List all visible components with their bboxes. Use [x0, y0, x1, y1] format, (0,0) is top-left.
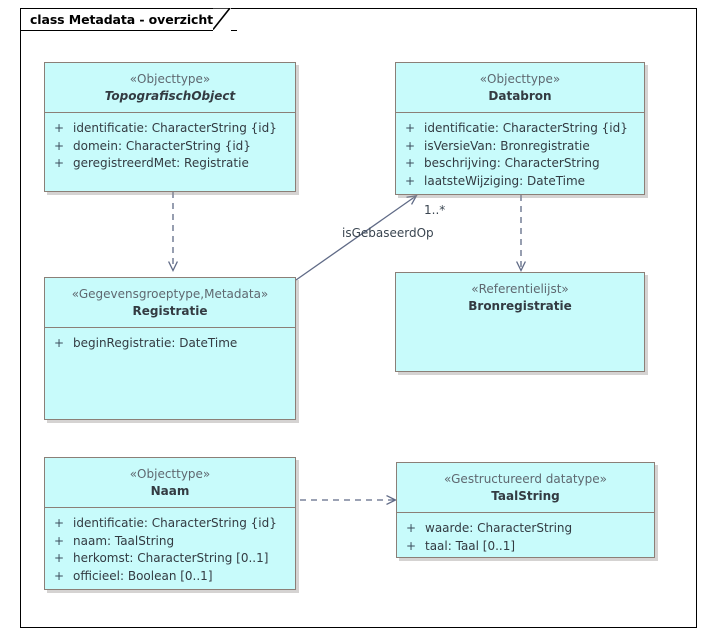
class-attributes-databron: + identificatie: CharacterString {id} + … — [396, 113, 644, 190]
class-box-databron[interactable]: «Objecttype» Databron + identificatie: C… — [395, 62, 645, 195]
class-attributes-taalstring: + waarde: CharacterString + taal: Taal [… — [397, 513, 654, 555]
attribute-text: beschrijving: CharacterString — [424, 156, 600, 170]
attribute-text: officieel: Boolean [0..1] — [73, 568, 213, 583]
class-box-topografischobject[interactable]: «Objecttype» TopografischObject + identi… — [44, 62, 296, 192]
class-header-taalstring: «Gestructureerd datatype» TaalString — [397, 463, 654, 513]
class-box-registratie[interactable]: «Gegevensgroeptype,Metadata» Registratie… — [44, 277, 296, 420]
attribute-text: identificatie: CharacterString {id} — [73, 121, 277, 135]
class-box-taalstring[interactable]: «Gestructureerd datatype» TaalString + w… — [396, 462, 655, 558]
class-stereotype: «Objecttype» — [129, 467, 211, 481]
class-stereotype: «Referentielijst» — [471, 282, 569, 296]
attribute-visibility: + — [405, 538, 417, 553]
class-stereotype: «Gegevensgroeptype,Metadata» — [71, 287, 269, 301]
attribute-visibility: + — [405, 521, 417, 535]
tab-corner-shape — [213, 8, 231, 31]
attribute-row: + officieel: Boolean [0..1] — [45, 568, 295, 586]
attribute-text: herkomst: CharacterString [0..1] — [73, 551, 269, 565]
class-attributes-topografischobject: + identificatie: CharacterString {id} + … — [45, 113, 295, 173]
attribute-row: + beschrijving: CharacterString — [396, 155, 644, 173]
connector-label-isgebaseerdop: isGebaseerdOp — [342, 226, 434, 240]
class-name: TaalString — [491, 489, 560, 503]
attribute-visibility: + — [53, 516, 65, 530]
attribute-row: + taal: Taal [0..1] — [397, 538, 654, 556]
attribute-visibility: + — [404, 121, 416, 135]
attribute-visibility: + — [53, 156, 65, 170]
attribute-visibility: + — [53, 138, 65, 153]
attribute-row: + waarde: CharacterString — [397, 520, 654, 538]
connector-multiplicity-databron: 1..* — [424, 203, 446, 217]
diagram-frame-tab: class Metadata - overzicht — [20, 8, 237, 31]
class-header-registratie: «Gegevensgroeptype,Metadata» Registratie — [45, 278, 295, 328]
attribute-visibility: + — [53, 121, 65, 135]
attribute-visibility: + — [53, 336, 65, 350]
class-stereotype: «Gestructureerd datatype» — [444, 472, 607, 486]
attribute-text: domein: CharacterString {id} — [73, 138, 251, 153]
attribute-text: beginRegistratie: DateTime — [73, 336, 238, 350]
class-header-topografischobject: «Objecttype» TopografischObject — [45, 63, 295, 113]
attribute-row: + beginRegistratie: DateTime — [45, 335, 295, 353]
attribute-visibility: + — [404, 156, 416, 170]
attribute-visibility: + — [53, 533, 65, 548]
attribute-row: + herkomst: CharacterString [0..1] — [45, 550, 295, 568]
attribute-text: isVersieVan: Bronregistratie — [424, 138, 590, 153]
class-name: Bronregistratie — [468, 299, 572, 313]
class-name: TopografischObject — [104, 89, 236, 103]
diagram-title: class Metadata - overzicht — [30, 12, 213, 27]
attribute-text: identificatie: CharacterString {id} — [73, 516, 277, 530]
class-header-bronregistratie: «Referentielijst» Bronregistratie — [396, 273, 644, 322]
attribute-row: + isVersieVan: Bronregistratie — [396, 138, 644, 156]
attribute-row: + identificatie: CharacterString {id} — [45, 515, 295, 533]
attribute-row: + identificatie: CharacterString {id} — [45, 120, 295, 138]
class-name: Naam — [150, 484, 190, 498]
attribute-text: identificatie: CharacterString {id} — [424, 121, 628, 135]
attribute-text: naam: TaalString — [73, 533, 175, 548]
class-attributes-naam: + identificatie: CharacterString {id} + … — [45, 508, 295, 585]
attribute-visibility: + — [404, 138, 416, 153]
class-header-naam: «Objecttype» Naam — [45, 458, 295, 508]
attribute-row: + identificatie: CharacterString {id} — [396, 120, 644, 138]
attribute-row: + naam: TaalString — [45, 533, 295, 551]
attribute-text: taal: Taal [0..1] — [425, 538, 516, 553]
attribute-visibility: + — [53, 551, 65, 565]
class-stereotype: «Objecttype» — [129, 72, 211, 86]
class-name: Databron — [488, 89, 552, 103]
class-stereotype: «Objecttype» — [479, 72, 561, 86]
attribute-text: geregistreerdMet: Registratie — [73, 156, 249, 170]
attribute-visibility: + — [404, 173, 416, 188]
class-attributes-registratie: + beginRegistratie: DateTime — [45, 328, 295, 353]
class-box-bronregistratie[interactable]: «Referentielijst» Bronregistratie — [395, 272, 645, 372]
class-box-naam[interactable]: «Objecttype» Naam + identificatie: Chara… — [44, 457, 296, 590]
class-header-databron: «Objecttype» Databron — [396, 63, 644, 113]
attribute-row: + geregistreerdMet: Registratie — [45, 155, 295, 173]
attribute-row: + laatsteWijziging: DateTime — [396, 173, 644, 191]
attribute-visibility: + — [53, 568, 65, 583]
attribute-text: laatsteWijziging: DateTime — [424, 173, 586, 188]
attribute-row: + domein: CharacterString {id} — [45, 138, 295, 156]
class-name: Registratie — [132, 304, 208, 318]
attribute-text: waarde: CharacterString — [425, 521, 573, 535]
